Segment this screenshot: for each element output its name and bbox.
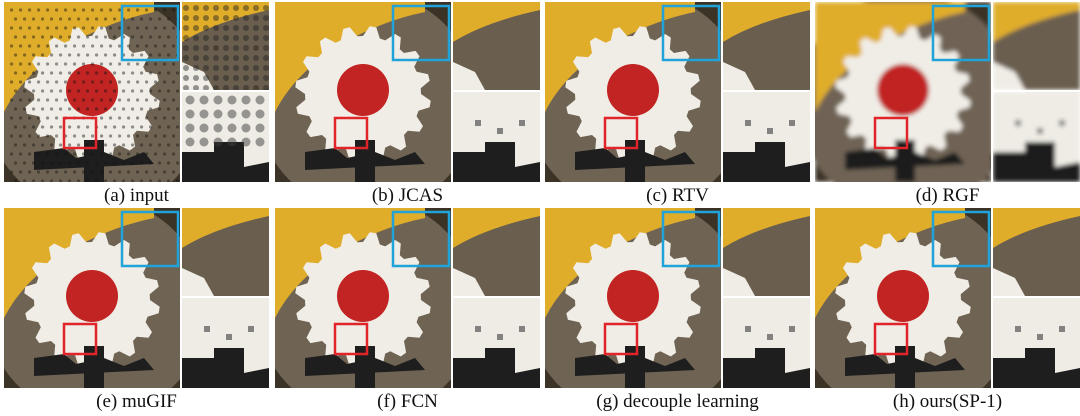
zoom-inset-bottom — [993, 92, 1080, 182]
figure-panel: (a) input — [4, 2, 269, 207]
panel-image-svg — [545, 208, 810, 388]
zoom-box-red — [603, 116, 639, 150]
panel-image — [815, 208, 1080, 388]
zoom-box-blue — [391, 4, 451, 62]
panel-caption: (h) ours(SP-1) — [892, 391, 1003, 412]
panel-caption: (d) RGF — [915, 185, 980, 206]
zoom-inset-top — [453, 2, 540, 90]
figure-panel: (b) JCAS — [275, 2, 540, 207]
panel-image — [275, 2, 540, 182]
panel-caption: (c) RTV — [646, 185, 709, 206]
zoom-box-blue — [661, 210, 721, 268]
zoom-box-red — [603, 322, 639, 356]
zoom-inset-bottom — [723, 298, 810, 388]
zoom-box-red — [873, 116, 909, 150]
panel-caption: (f) FCN — [377, 391, 438, 412]
zoom-box-red — [333, 322, 369, 356]
panel-caption: (g) decouple learning — [596, 391, 759, 412]
zoom-box-blue — [931, 210, 991, 268]
zoom-box-blue — [661, 4, 721, 62]
zoom-box-blue — [120, 4, 180, 62]
zoom-inset-bottom — [182, 298, 269, 388]
zoom-inset-top — [182, 208, 269, 296]
zoom-box-red — [873, 322, 909, 356]
zoom-inset-bottom — [453, 92, 540, 182]
panel-image — [545, 208, 810, 388]
zoom-inset-top — [182, 2, 269, 91]
panel-caption: (e) muGIF — [96, 391, 177, 412]
panel-image-svg — [545, 2, 810, 182]
panel-image — [545, 2, 810, 182]
zoom-inset-top — [993, 208, 1080, 296]
panel-image-svg — [275, 2, 540, 182]
figure-panel: (c) RTV — [545, 2, 810, 207]
zoom-box-blue — [931, 4, 991, 62]
figure-panel: (d) RGF — [815, 2, 1080, 207]
zoom-box-red — [62, 322, 98, 356]
panel-image-svg — [275, 208, 540, 388]
panel-image-svg — [815, 208, 1080, 388]
panel-image-svg — [4, 2, 269, 182]
zoom-inset-top — [723, 2, 810, 90]
panel-caption: (a) input — [104, 185, 169, 206]
figure-panel: (h) ours(SP-1) — [815, 208, 1080, 413]
panel-image — [815, 2, 1080, 182]
figure-panel: (g) decouple learning — [545, 208, 810, 413]
panel-image — [4, 2, 269, 182]
zoom-inset-top — [723, 208, 810, 296]
panel-caption: (b) JCAS — [371, 185, 444, 206]
zoom-inset-bottom — [182, 92, 269, 182]
zoom-box-red — [62, 116, 98, 150]
zoom-box-blue — [391, 210, 451, 268]
figure-panel: (e) muGIF — [4, 208, 269, 413]
zoom-inset-top — [993, 2, 1080, 90]
zoom-inset-bottom — [993, 298, 1080, 388]
figure-panel: (f) FCN — [275, 208, 540, 413]
panel-image-svg — [4, 208, 269, 388]
zoom-box-red — [333, 116, 369, 150]
panel-image — [275, 208, 540, 388]
zoom-box-blue — [120, 210, 180, 268]
panel-image-svg — [815, 2, 1080, 182]
zoom-inset-bottom — [453, 298, 540, 388]
panel-image — [4, 208, 269, 388]
zoom-inset-bottom — [723, 92, 810, 182]
zoom-inset-top — [453, 208, 540, 296]
